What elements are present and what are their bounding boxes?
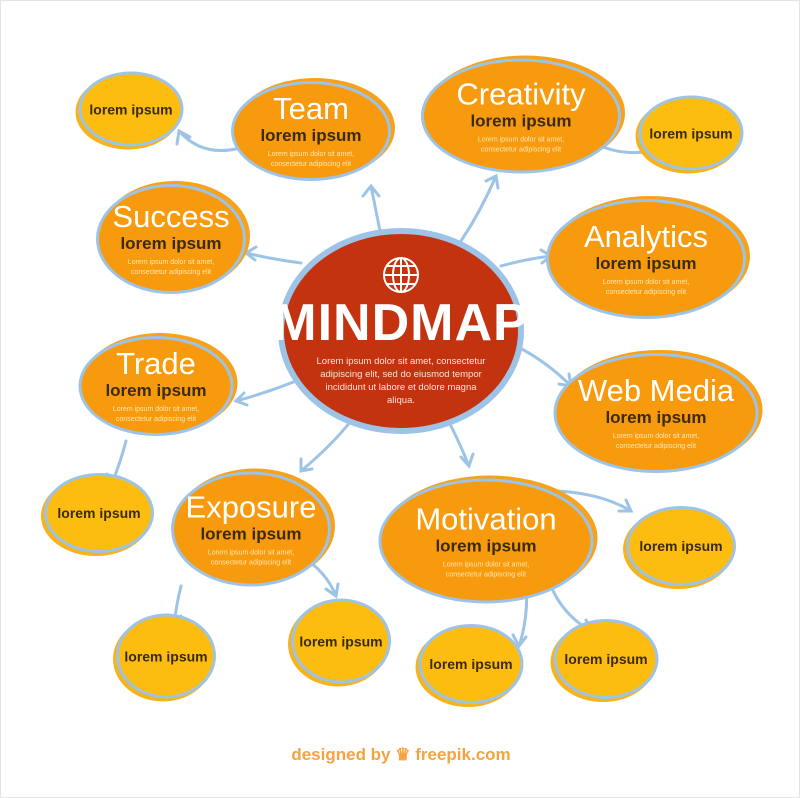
globe-icon: [383, 257, 419, 293]
footer-brand[interactable]: freepik.com: [415, 745, 511, 764]
leaf-label: lorem ipsum: [89, 101, 173, 117]
node-subtitle: lorem ipsum: [470, 111, 572, 130]
node-desc: Lorem ipsum dolor sit amet, consectetur …: [612, 433, 700, 450]
node-subtitle: lorem ipsum: [200, 524, 302, 543]
node-subtitle: lorem ipsum: [260, 126, 362, 145]
leaf-node[interactable]: lorem ipsum: [78, 71, 184, 147]
node-title: Team: [273, 91, 349, 126]
node-subtitle: lorem ipsum: [595, 254, 697, 273]
node-desc: Lorem ipsum dolor sit amet, consectetur …: [602, 279, 690, 296]
center-title: MINDMAP: [273, 294, 529, 352]
node-desc: Lorem ipsum dolor sit amet, consectetur …: [207, 549, 295, 566]
node-subtitle: lorem ipsum: [435, 536, 537, 555]
node-title: Success: [112, 199, 230, 234]
node-title: Motivation: [415, 501, 557, 536]
leaf-label: lorem ipsum: [299, 633, 383, 649]
node-subtitle: lorem ipsum: [120, 234, 222, 253]
center-desc: Lorem ipsum dolor sit amet, consectetur …: [316, 356, 486, 406]
crown-icon: ♛: [395, 745, 411, 764]
leaf-label: lorem ipsum: [429, 656, 513, 672]
leaf-node[interactable]: lorem ipsum: [44, 473, 154, 553]
center-node[interactable]: MINDMAP Lorem ipsum dolor sit amet, cons…: [273, 228, 528, 434]
leaf-label: lorem ipsum: [639, 538, 723, 554]
node-desc: Lorem ipsum dolor sit amet, consectetur …: [442, 561, 530, 578]
leaf-label: lorem ipsum: [649, 125, 733, 141]
leaf-node[interactable]: lorem ipsum: [291, 598, 391, 684]
node-subtitle: lorem ipsum: [605, 408, 707, 427]
node-desc: Lorem ipsum dolor sit amet, consectetur …: [112, 406, 200, 423]
node-title: Trade: [116, 346, 196, 381]
leaf-label: lorem ipsum: [564, 651, 648, 667]
footer-prefix: designed by: [291, 745, 391, 764]
node-title: Web Media: [577, 373, 735, 408]
footer-credit: designed by ♛ freepik.com: [1, 745, 799, 765]
leaf-label: lorem ipsum: [124, 648, 208, 664]
leaf-node[interactable]: lorem ipsum: [418, 624, 524, 704]
node-subtitle: lorem ipsum: [105, 381, 207, 400]
node-title: Exposure: [185, 489, 317, 524]
node-desc: Lorem ipsum dolor sit amet, consectetur …: [477, 136, 565, 153]
leaf-label: lorem ipsum: [57, 505, 141, 521]
node-title: Analytics: [583, 219, 709, 254]
leaf-node[interactable]: lorem ipsum: [553, 619, 659, 699]
leaf-node[interactable]: lorem ipsum: [626, 506, 736, 586]
node-desc: Lorem ipsum dolor sit amet, consectetur …: [127, 259, 215, 276]
leaf-node[interactable]: lorem ipsum: [638, 95, 744, 171]
leaf-node[interactable]: lorem ipsum: [116, 613, 216, 699]
node-desc: Lorem ipsum dolor sit amet, consectetur …: [267, 151, 355, 168]
node-title: Creativity: [456, 76, 586, 111]
